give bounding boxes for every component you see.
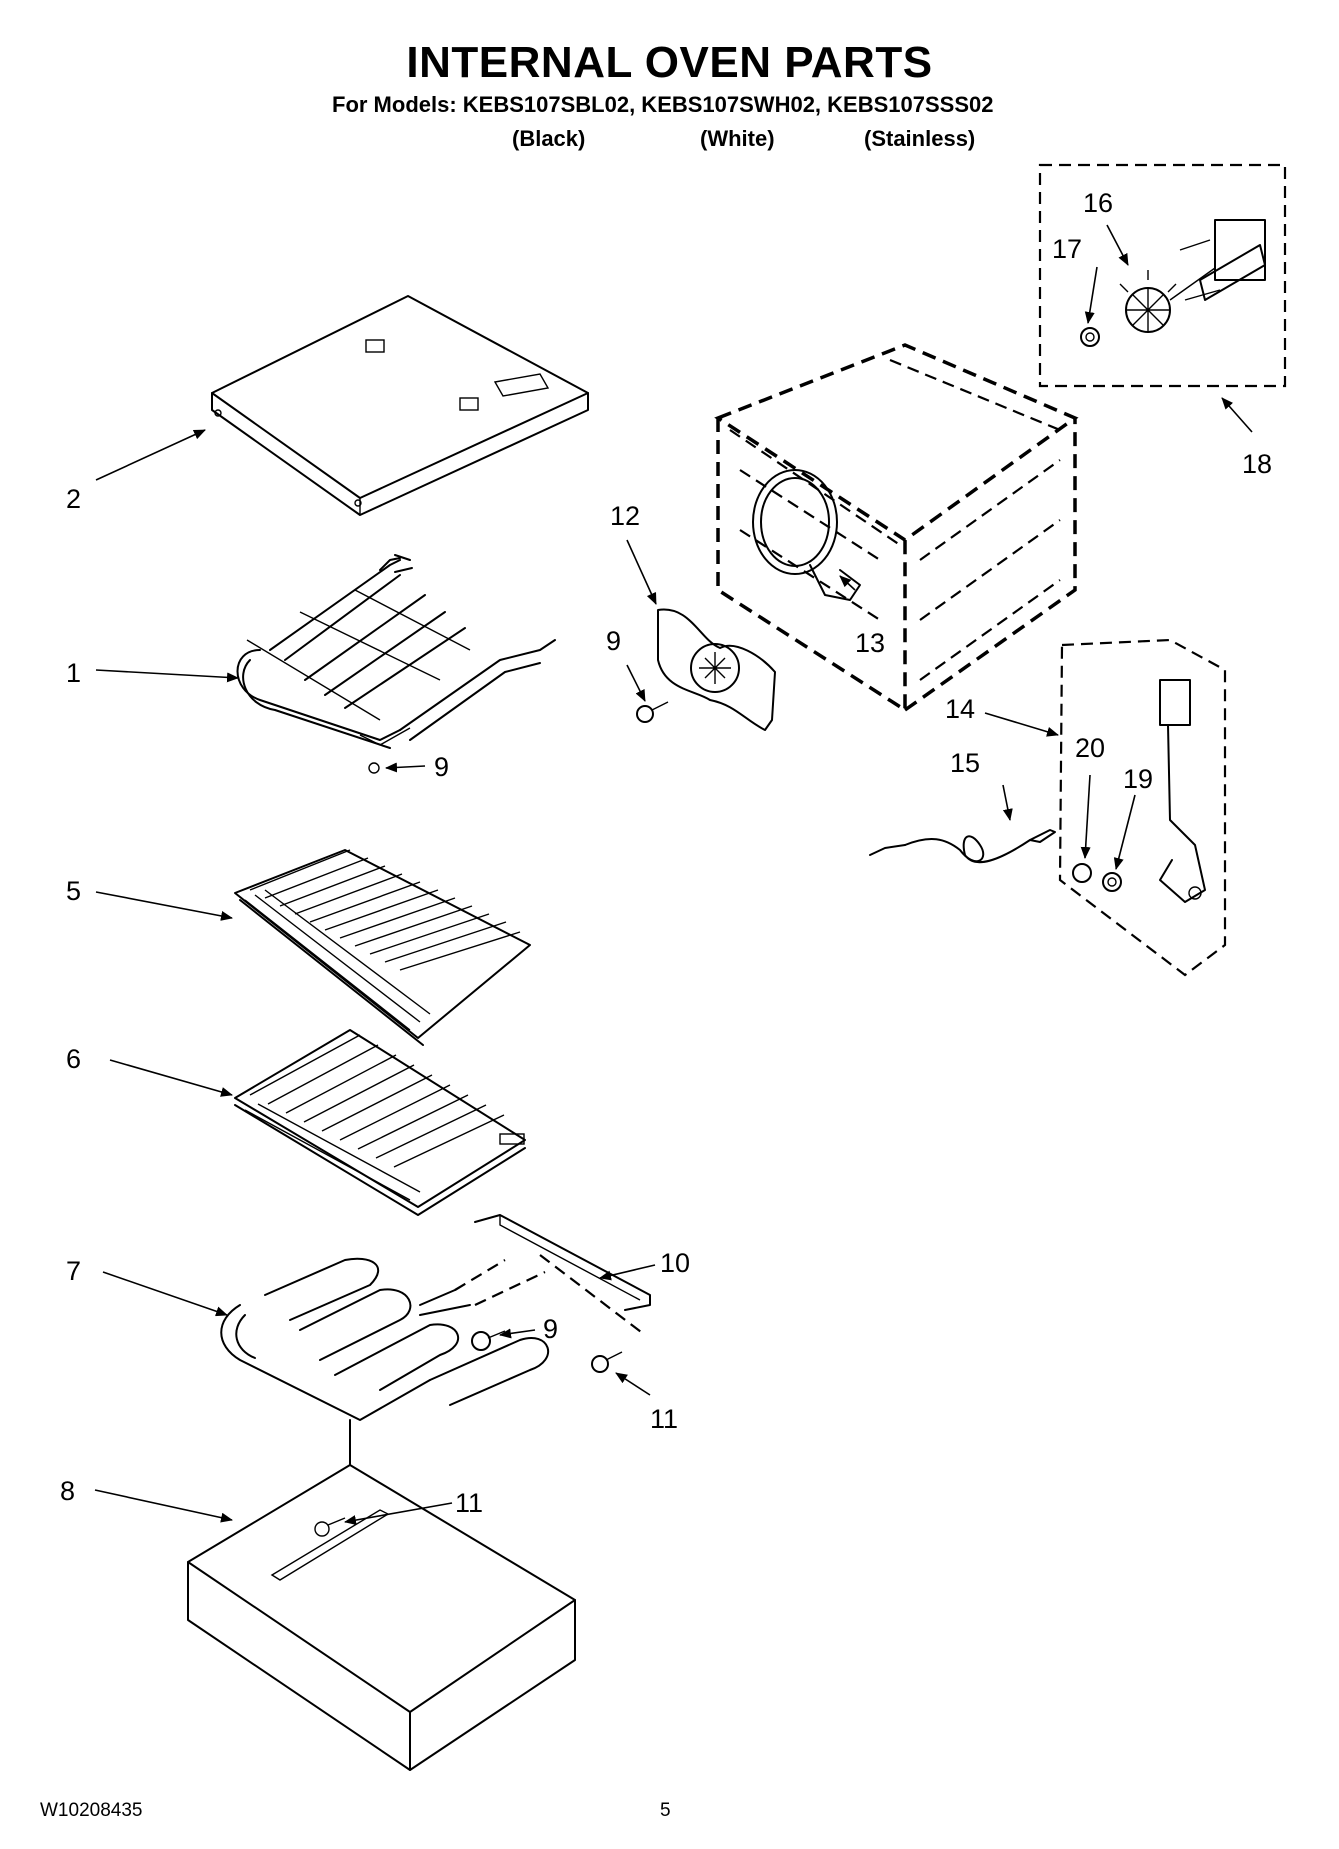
variant-stainless: (Stainless): [864, 126, 976, 151]
rollout-rack-part: [234, 1029, 526, 1216]
callout-9-broil: 9: [543, 1314, 558, 1344]
broil-element-part: [220, 1257, 550, 1421]
oven-cavity-outline: [714, 343, 1079, 714]
callout-labels: 2 1 9 5 6 7 8 11 10 9 11 12 9 13 14 15 1…: [60, 188, 1272, 1518]
callout-9-bake: 9: [434, 752, 449, 782]
callout-5: 5: [66, 876, 81, 906]
convection-motor-kit: [1038, 163, 1287, 388]
callout-1: 1: [66, 658, 81, 688]
callout-2: 2: [66, 484, 81, 514]
callout-14: 14: [945, 694, 975, 724]
page-title: INTERNAL OVEN PARTS: [406, 38, 933, 87]
oven-rack-part: [234, 849, 531, 1046]
callout-16: 16: [1083, 188, 1113, 218]
callout-9-baffle: 9: [606, 626, 621, 656]
convection-element-part: [752, 469, 861, 601]
temperature-sensor-kit: [1058, 638, 1227, 977]
callout-12: 12: [610, 501, 640, 531]
variant-black: (Black): [512, 126, 586, 151]
callout-20: 20: [1075, 733, 1105, 763]
document-number: W10208435: [40, 1800, 143, 1821]
meat-probe-part: [869, 829, 1056, 864]
callout-7: 7: [66, 1256, 81, 1286]
callout-17: 17: [1052, 234, 1082, 264]
bake-element-part: [236, 554, 556, 774]
top-panel-part: [211, 295, 589, 516]
callout-6: 6: [66, 1044, 81, 1074]
callout-8: 8: [60, 1476, 75, 1506]
variant-white: (White): [700, 126, 775, 151]
callout-11-pan: 11: [455, 1488, 483, 1518]
models-line: For Models: KEBS107SBL02, KEBS107SWH02, …: [332, 92, 994, 117]
fan-baffle-part: [657, 608, 776, 731]
callout-15: 15: [950, 748, 980, 778]
callout-11-broil: 11: [650, 1404, 678, 1434]
drip-pan-part: [187, 1419, 576, 1771]
leader-lines: [94, 224, 1253, 1525]
callout-10: 10: [660, 1248, 690, 1278]
callout-18: 18: [1242, 449, 1272, 479]
page-number: 5: [660, 1800, 671, 1821]
callout-19: 19: [1123, 764, 1153, 794]
screw-part-baffle: [636, 701, 669, 723]
callout-13: 13: [855, 628, 885, 658]
bracket-part: [474, 1214, 651, 1336]
